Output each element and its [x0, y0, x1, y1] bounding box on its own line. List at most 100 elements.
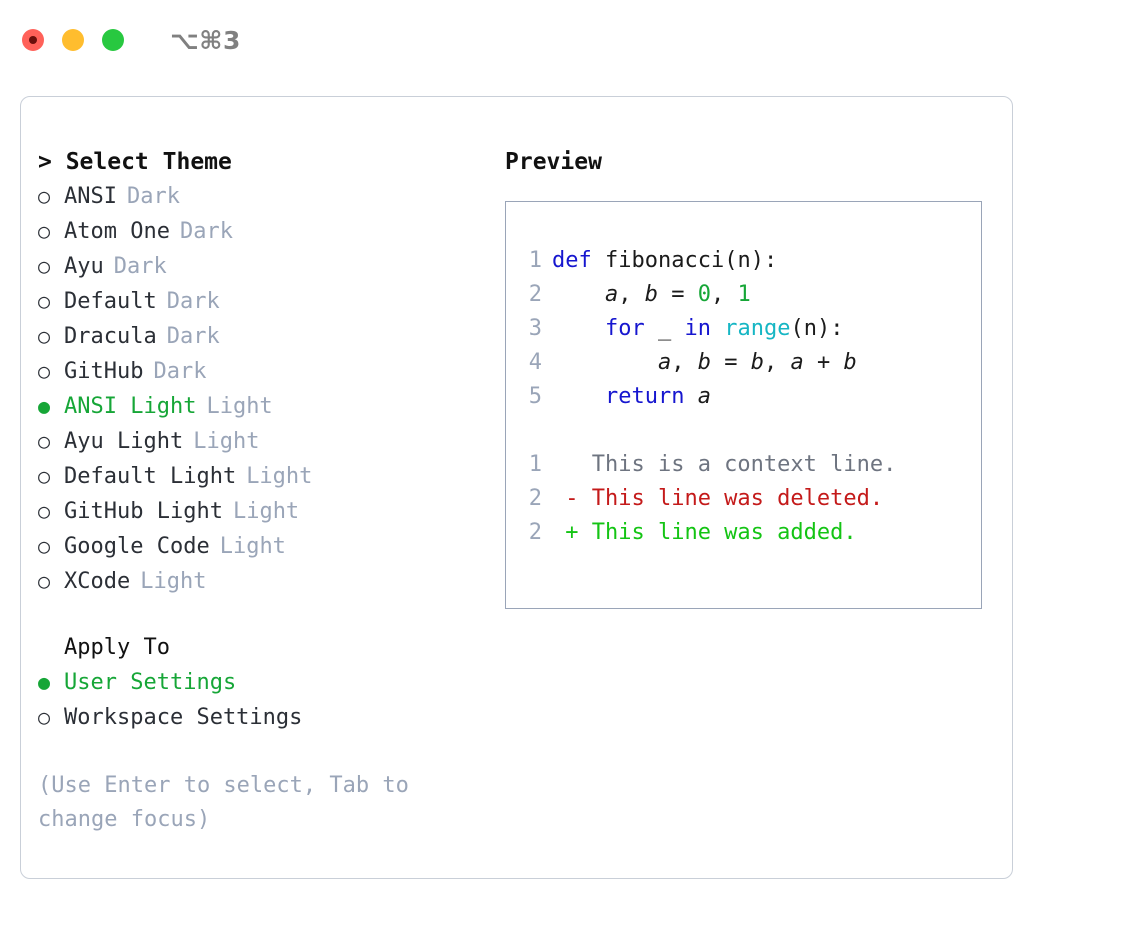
apply-to-option[interactable]: ○ Workspace Settings — [38, 700, 483, 735]
radio-unselected-icon[interactable]: ○ — [38, 705, 51, 729]
code-token: a — [790, 350, 804, 375]
code-token: (n): — [790, 316, 844, 341]
theme-name-label: GitHub Light — [64, 499, 223, 524]
code-token: , — [618, 282, 645, 307]
code-token: + — [803, 350, 844, 375]
line-number: 1 — [528, 452, 542, 477]
theme-variant-badge: Light — [219, 534, 286, 559]
radio-unselected-icon[interactable]: ○ — [38, 359, 51, 383]
code-token — [684, 384, 697, 409]
theme-name-label: XCode — [64, 569, 131, 594]
code-token — [552, 384, 605, 409]
code-token: b — [644, 282, 658, 307]
code-token: b — [750, 350, 764, 375]
theme-name-label: ANSI Light — [64, 394, 197, 419]
theme-variant-badge: Dark — [126, 184, 180, 209]
theme-variant-badge: Light — [206, 394, 273, 419]
diff-line: 1 This is a context line. — [520, 448, 981, 482]
theme-name-label: Google Code — [64, 534, 210, 559]
theme-name-label: GitHub — [64, 359, 144, 384]
spacer — [520, 414, 981, 448]
theme-list-item[interactable]: ○ Ayu Dark — [38, 249, 483, 284]
diff-text: + This line was added. — [552, 520, 857, 545]
radio-unselected-icon[interactable]: ○ — [38, 499, 51, 523]
radio-unselected-icon[interactable]: ○ — [38, 534, 51, 558]
radio-selected-icon[interactable]: ● — [38, 394, 51, 418]
radio-unselected-icon[interactable]: ○ — [38, 184, 51, 208]
line-number: 2 — [528, 282, 542, 307]
shortcut-label: ⌥⌘3 — [170, 25, 241, 55]
theme-name-label: ANSI — [64, 184, 117, 209]
code-token: return — [604, 384, 685, 409]
radio-unselected-icon[interactable]: ○ — [38, 219, 51, 243]
theme-variant-badge: Light — [193, 429, 260, 454]
code-token: _ — [644, 316, 685, 341]
code-token: a — [604, 282, 619, 307]
code-token: b — [843, 350, 857, 375]
code-token — [552, 282, 605, 307]
theme-list-item[interactable]: ○ ANSI Dark — [38, 179, 483, 214]
code-token: for — [604, 316, 645, 341]
line-number: 4 — [528, 350, 542, 375]
maximize-button[interactable] — [102, 29, 124, 51]
apply-to-list[interactable]: ●User Settings ○ Workspace Settings — [38, 665, 483, 735]
theme-name-label: Ayu — [64, 254, 104, 279]
code-token — [552, 316, 605, 341]
code-token: fibonacci — [591, 248, 725, 273]
code-token: a — [697, 384, 711, 409]
theme-name-label: Default Light — [64, 464, 237, 489]
close-button[interactable] — [22, 29, 44, 51]
diff-sample: 1 This is a context line.2 - This line w… — [520, 448, 981, 550]
theme-variant-badge: Dark — [153, 359, 207, 384]
select-theme-heading: > Select Theme — [38, 149, 232, 175]
code-token — [711, 316, 724, 341]
line-number: 5 — [528, 384, 542, 409]
code-token: 1 — [737, 282, 751, 307]
theme-list-item[interactable]: ○ Google Code Light — [38, 529, 483, 564]
radio-unselected-icon[interactable]: ○ — [38, 289, 51, 313]
code-token: , — [710, 282, 738, 307]
code-token: b — [697, 350, 711, 375]
radio-unselected-icon[interactable]: ○ — [38, 254, 51, 278]
radio-unselected-icon[interactable]: ○ — [38, 429, 51, 453]
apply-to-option[interactable]: ●User Settings — [38, 665, 483, 700]
minimize-button[interactable] — [62, 29, 84, 51]
theme-variant-badge: Dark — [113, 254, 167, 279]
diff-line: 2 - This line was deleted. — [520, 482, 981, 516]
code-line: 4 a, b = b, a + b — [520, 346, 981, 380]
diff-line: 2 + This line was added. — [520, 516, 981, 550]
radio-selected-icon[interactable]: ● — [38, 670, 51, 694]
apply-to-label: Workspace Settings — [64, 705, 303, 730]
theme-list-item[interactable]: ● ANSI Light Light — [38, 389, 483, 424]
traffic-light-buttons — [22, 29, 124, 51]
line-number: 3 — [528, 316, 542, 341]
apply-to-heading: Apply To — [64, 635, 170, 660]
radio-unselected-icon[interactable]: ○ — [38, 324, 51, 348]
code-line: 3 for _ in range(n): — [520, 312, 981, 346]
theme-list-item[interactable]: ○ GitHub Dark — [38, 354, 483, 389]
theme-name-label: Atom One — [64, 219, 170, 244]
theme-list-item[interactable]: ○ GitHub Light Light — [38, 494, 483, 529]
code-token: , — [671, 350, 698, 375]
theme-variant-badge: Light — [232, 499, 300, 524]
code-token: def — [552, 248, 592, 273]
code-token: , — [763, 350, 791, 375]
radio-unselected-icon[interactable]: ○ — [38, 464, 51, 488]
line-number: 2 — [528, 486, 542, 511]
code-token: (n): — [724, 248, 778, 273]
code-token: = — [657, 282, 698, 307]
radio-unselected-icon[interactable]: ○ — [38, 569, 51, 593]
diff-text: - This line was deleted. — [552, 486, 884, 511]
